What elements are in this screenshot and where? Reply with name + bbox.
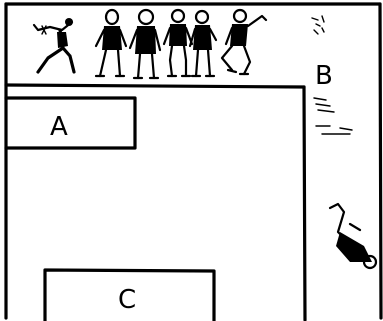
scribble-under-b <box>314 98 352 134</box>
figure-5-standing <box>190 11 216 76</box>
figure-1-seated-reaching <box>34 18 74 72</box>
scribble-top-right <box>312 16 324 34</box>
room-a-box <box>6 98 135 148</box>
figure-7-reclining <box>330 204 376 268</box>
outer-wall-right <box>380 4 381 318</box>
label-a: A <box>50 112 68 142</box>
inner-wall-horizontal <box>6 85 304 87</box>
figure-3-standing <box>130 10 160 78</box>
figure-2-standing <box>96 10 126 76</box>
figure-6-dancing <box>222 10 266 74</box>
label-b: B <box>315 61 333 91</box>
inner-wall-vertical <box>304 87 305 320</box>
figure-4-seated <box>164 10 192 76</box>
label-c: C <box>118 285 136 315</box>
